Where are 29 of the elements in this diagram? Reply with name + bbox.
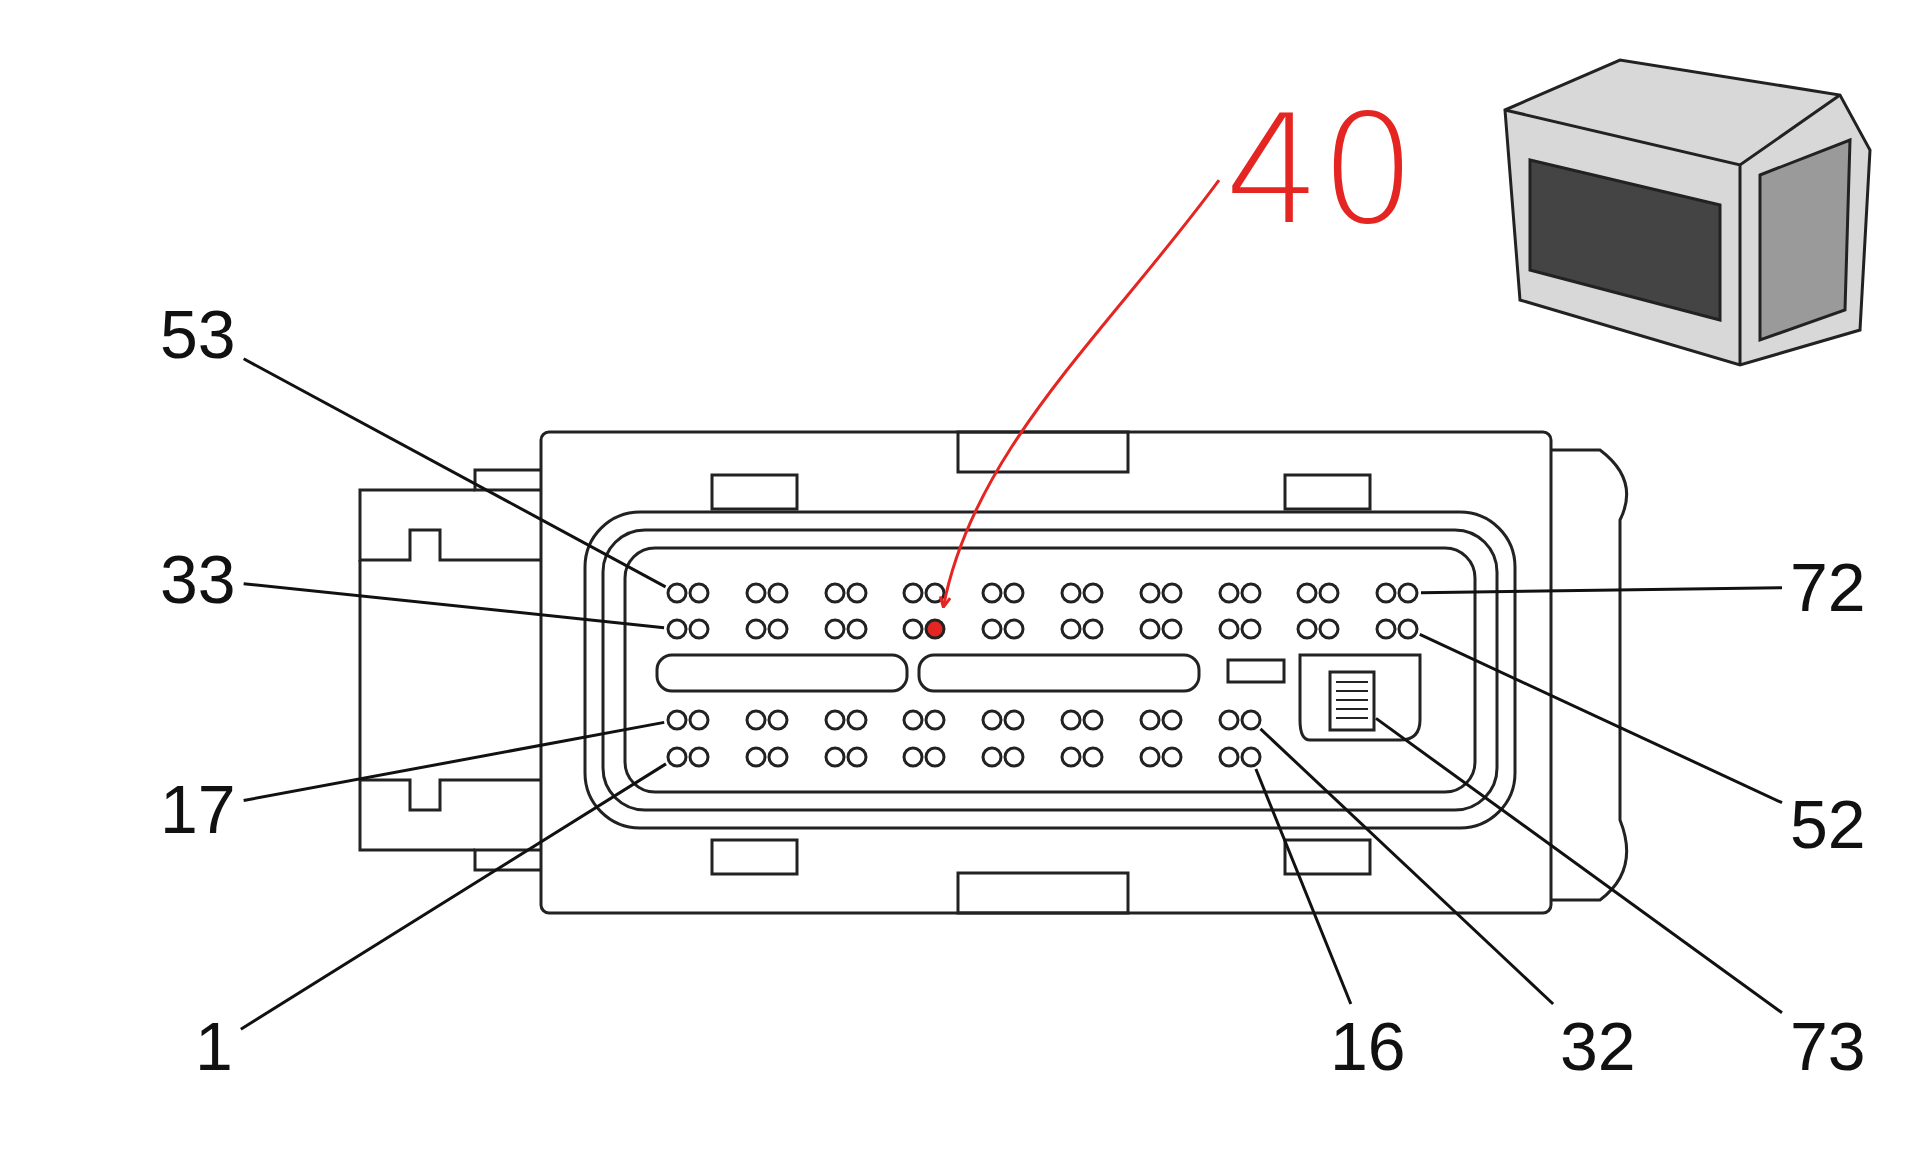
- pin-socket: [1240, 709, 1262, 731]
- marked-pin-socket: [924, 618, 946, 640]
- leader-line: [1254, 768, 1353, 1005]
- pin-socket: [666, 746, 688, 768]
- leader-line: [1375, 717, 1783, 1014]
- callout-number: 53: [160, 300, 236, 368]
- pin-socket: [666, 582, 688, 604]
- leader-line: [243, 582, 665, 630]
- callout-number: 1: [195, 1012, 233, 1080]
- pin-socket: [666, 618, 688, 640]
- callout-number: 17: [160, 775, 236, 843]
- leader-line: [240, 762, 667, 1031]
- pin-socket: [666, 709, 688, 731]
- leader-line: [242, 357, 667, 589]
- callout-number: 72: [1790, 553, 1866, 621]
- pin-socket: [1397, 582, 1419, 604]
- arrow: [939, 179, 1221, 609]
- callout-number: 52: [1790, 790, 1866, 858]
- pin-socket: [1240, 746, 1262, 768]
- callout-number: 33: [160, 545, 236, 613]
- pin-socket: [1397, 618, 1419, 640]
- callout-number: 32: [1560, 1012, 1636, 1080]
- callout-number: 73: [1790, 1012, 1866, 1080]
- callout-number: 40: [1225, 95, 1416, 245]
- leader-line: [1259, 727, 1555, 1006]
- leader-line: [243, 720, 665, 802]
- callout-number: 16: [1330, 1012, 1406, 1080]
- leader-line: [1421, 586, 1783, 595]
- leader-line: [1419, 633, 1783, 805]
